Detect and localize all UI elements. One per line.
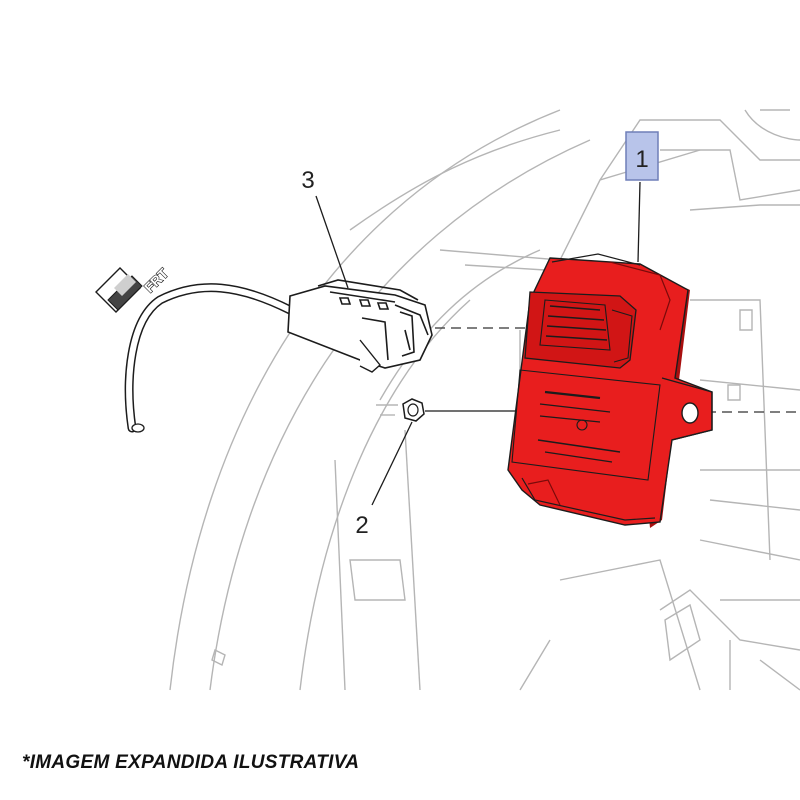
frt-label: FRT bbox=[141, 265, 172, 296]
control-module[interactable] bbox=[507, 253, 713, 528]
harness-connector[interactable] bbox=[124, 279, 433, 433]
callout-1-label: 1 bbox=[635, 146, 648, 173]
callout-2[interactable]: 2 bbox=[355, 512, 368, 539]
arrow-down-left-icon bbox=[95, 267, 143, 313]
illustrative-caption: *IMAGEM EXPANDIDA ILUSTRATIVA bbox=[22, 752, 360, 773]
callout-3-label: 3 bbox=[301, 167, 314, 194]
callout-leaders bbox=[315, 181, 641, 506]
callout-3[interactable]: 3 bbox=[301, 167, 314, 194]
callout-2-label: 2 bbox=[355, 512, 368, 539]
callout-1-highlight bbox=[625, 131, 659, 181]
hex-nut[interactable] bbox=[402, 398, 425, 422]
callout-1[interactable]: 1 bbox=[625, 131, 659, 181]
